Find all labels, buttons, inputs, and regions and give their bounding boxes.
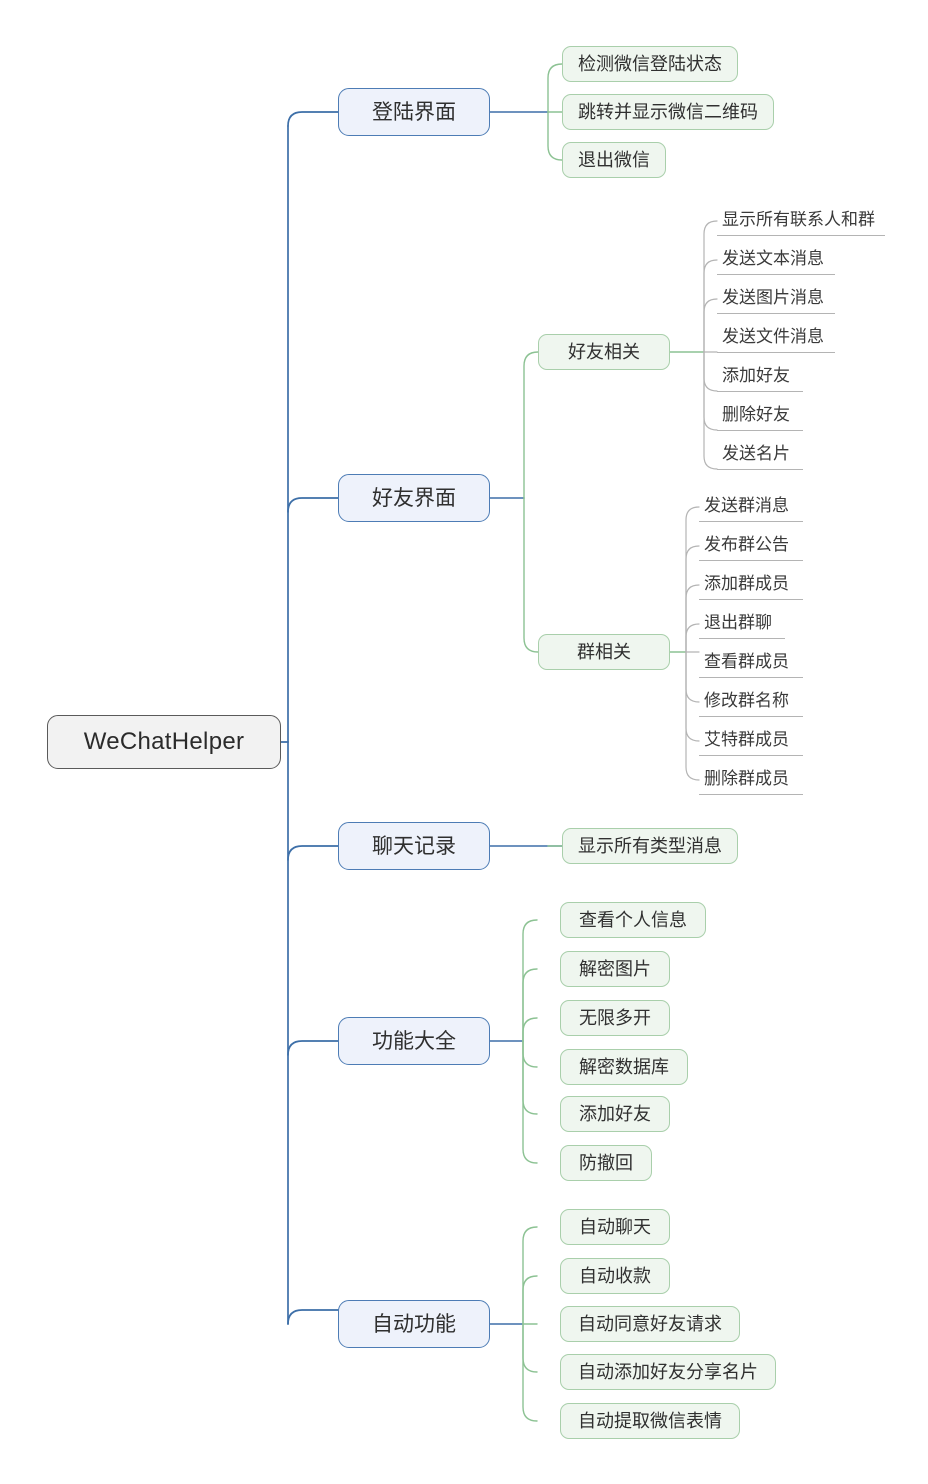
leaf-label: 解密图片 xyxy=(579,959,651,979)
leaf-node-auto-add-friend-share-card[interactable]: 自动添加好友分享名片 xyxy=(560,1354,776,1390)
leaf-node-send-file[interactable]: 发送文件消息 xyxy=(717,323,835,353)
branch-node-all-features[interactable]: 功能大全 xyxy=(338,1017,490,1065)
branch-label: 好友界面 xyxy=(372,486,456,510)
branch-label: 聊天记录 xyxy=(372,834,456,858)
leaf-node-rename-group[interactable]: 修改群名称 xyxy=(699,687,803,717)
leaf-label: 防撤回 xyxy=(579,1153,633,1173)
leaf-node-send-image[interactable]: 发送图片消息 xyxy=(717,284,835,314)
subbranch-node-group-related[interactable]: 群相关 xyxy=(538,634,670,670)
branch-label: 自动功能 xyxy=(372,1312,456,1336)
leaf-node-send-text[interactable]: 发送文本消息 xyxy=(717,245,835,275)
root-label: WeChatHelper xyxy=(83,728,245,755)
leaf-label: 添加好友 xyxy=(722,365,790,385)
leaf-label: 自动聊天 xyxy=(579,1217,651,1237)
leaf-label: 发送群消息 xyxy=(704,495,789,515)
leaf-label: 显示所有联系人和群 xyxy=(722,209,875,229)
leaf-label: 自动同意好友请求 xyxy=(578,1314,722,1334)
leaf-label: 检测微信登陆状态 xyxy=(578,54,722,74)
leaf-label: 查看群成员 xyxy=(704,651,789,671)
leaf-node-check-login-state[interactable]: 检测微信登陆状态 xyxy=(562,46,738,82)
leaf-node-auto-extract-emoji[interactable]: 自动提取微信表情 xyxy=(560,1403,740,1439)
leaf-label: 修改群名称 xyxy=(704,690,789,710)
leaf-node-send-namecard[interactable]: 发送名片 xyxy=(717,440,803,470)
leaf-node-auto-chat[interactable]: 自动聊天 xyxy=(560,1209,670,1245)
leaf-node-decrypt-database[interactable]: 解密数据库 xyxy=(560,1049,688,1085)
leaf-label: 显示所有类型消息 xyxy=(578,836,722,856)
leaf-node-quit-group[interactable]: 退出群聊 xyxy=(699,609,785,639)
branch-label: 登陆界面 xyxy=(372,100,456,124)
leaf-label: 自动收款 xyxy=(579,1266,651,1286)
leaf-label: 添加好友 xyxy=(579,1104,651,1124)
leaf-node-decrypt-image[interactable]: 解密图片 xyxy=(560,951,670,987)
branch-node-login[interactable]: 登陆界面 xyxy=(338,88,490,136)
leaf-label: 退出群聊 xyxy=(704,612,772,632)
subbranch-label: 好友相关 xyxy=(568,342,640,362)
leaf-label: 自动提取微信表情 xyxy=(578,1411,722,1431)
leaf-label: 添加群成员 xyxy=(704,573,789,593)
leaf-node-send-group-message[interactable]: 发送群消息 xyxy=(699,492,803,522)
leaf-label: 删除群成员 xyxy=(704,768,789,788)
leaf-node-show-qrcode[interactable]: 跳转并显示微信二维码 xyxy=(562,94,774,130)
leaf-label: 查看个人信息 xyxy=(579,910,687,930)
leaf-node-add-friend-feature[interactable]: 添加好友 xyxy=(560,1096,670,1132)
leaf-label: 发送文件消息 xyxy=(722,326,824,346)
leaf-node-logout-wechat[interactable]: 退出微信 xyxy=(562,142,666,178)
leaf-label: 发送图片消息 xyxy=(722,287,824,307)
subbranch-label: 群相关 xyxy=(577,642,631,662)
leaf-node-auto-payment[interactable]: 自动收款 xyxy=(560,1258,670,1294)
leaf-node-show-all-contacts[interactable]: 显示所有联系人和群 xyxy=(717,206,885,236)
leaf-node-add-friend[interactable]: 添加好友 xyxy=(717,362,803,392)
branch-label: 功能大全 xyxy=(372,1029,456,1053)
leaf-label: 跳转并显示微信二维码 xyxy=(578,102,758,122)
leaf-node-multi-instance[interactable]: 无限多开 xyxy=(560,1000,670,1036)
leaf-label: 退出微信 xyxy=(578,150,650,170)
leaf-node-view-group-members[interactable]: 查看群成员 xyxy=(699,648,803,678)
leaf-label: 发送名片 xyxy=(722,443,790,463)
leaf-label: 解密数据库 xyxy=(579,1057,669,1077)
leaf-node-auto-accept-friend-request[interactable]: 自动同意好友请求 xyxy=(560,1306,740,1342)
leaf-label: 发送文本消息 xyxy=(722,248,824,268)
root-node[interactable]: WeChatHelper xyxy=(47,715,281,769)
branch-node-chat-history[interactable]: 聊天记录 xyxy=(338,822,490,870)
leaf-node-show-all-message-types[interactable]: 显示所有类型消息 xyxy=(562,828,738,864)
leaf-label: 删除好友 xyxy=(722,404,790,424)
leaf-label: 艾特群成员 xyxy=(704,729,789,749)
leaf-label: 发布群公告 xyxy=(704,534,789,554)
leaf-node-anti-recall[interactable]: 防撤回 xyxy=(560,1145,652,1181)
branch-node-friends[interactable]: 好友界面 xyxy=(338,474,490,522)
leaf-node-delete-friend[interactable]: 删除好友 xyxy=(717,401,803,431)
leaf-node-view-profile[interactable]: 查看个人信息 xyxy=(560,902,706,938)
subbranch-node-friend-related[interactable]: 好友相关 xyxy=(538,334,670,370)
branch-node-auto-features[interactable]: 自动功能 xyxy=(338,1300,490,1348)
leaf-label: 无限多开 xyxy=(579,1008,651,1028)
leaf-node-remove-group-member[interactable]: 删除群成员 xyxy=(699,765,803,795)
leaf-node-post-group-announcement[interactable]: 发布群公告 xyxy=(699,531,803,561)
leaf-label: 自动添加好友分享名片 xyxy=(578,1362,758,1382)
leaf-node-at-group-member[interactable]: 艾特群成员 xyxy=(699,726,803,756)
leaf-node-add-group-member[interactable]: 添加群成员 xyxy=(699,570,803,600)
